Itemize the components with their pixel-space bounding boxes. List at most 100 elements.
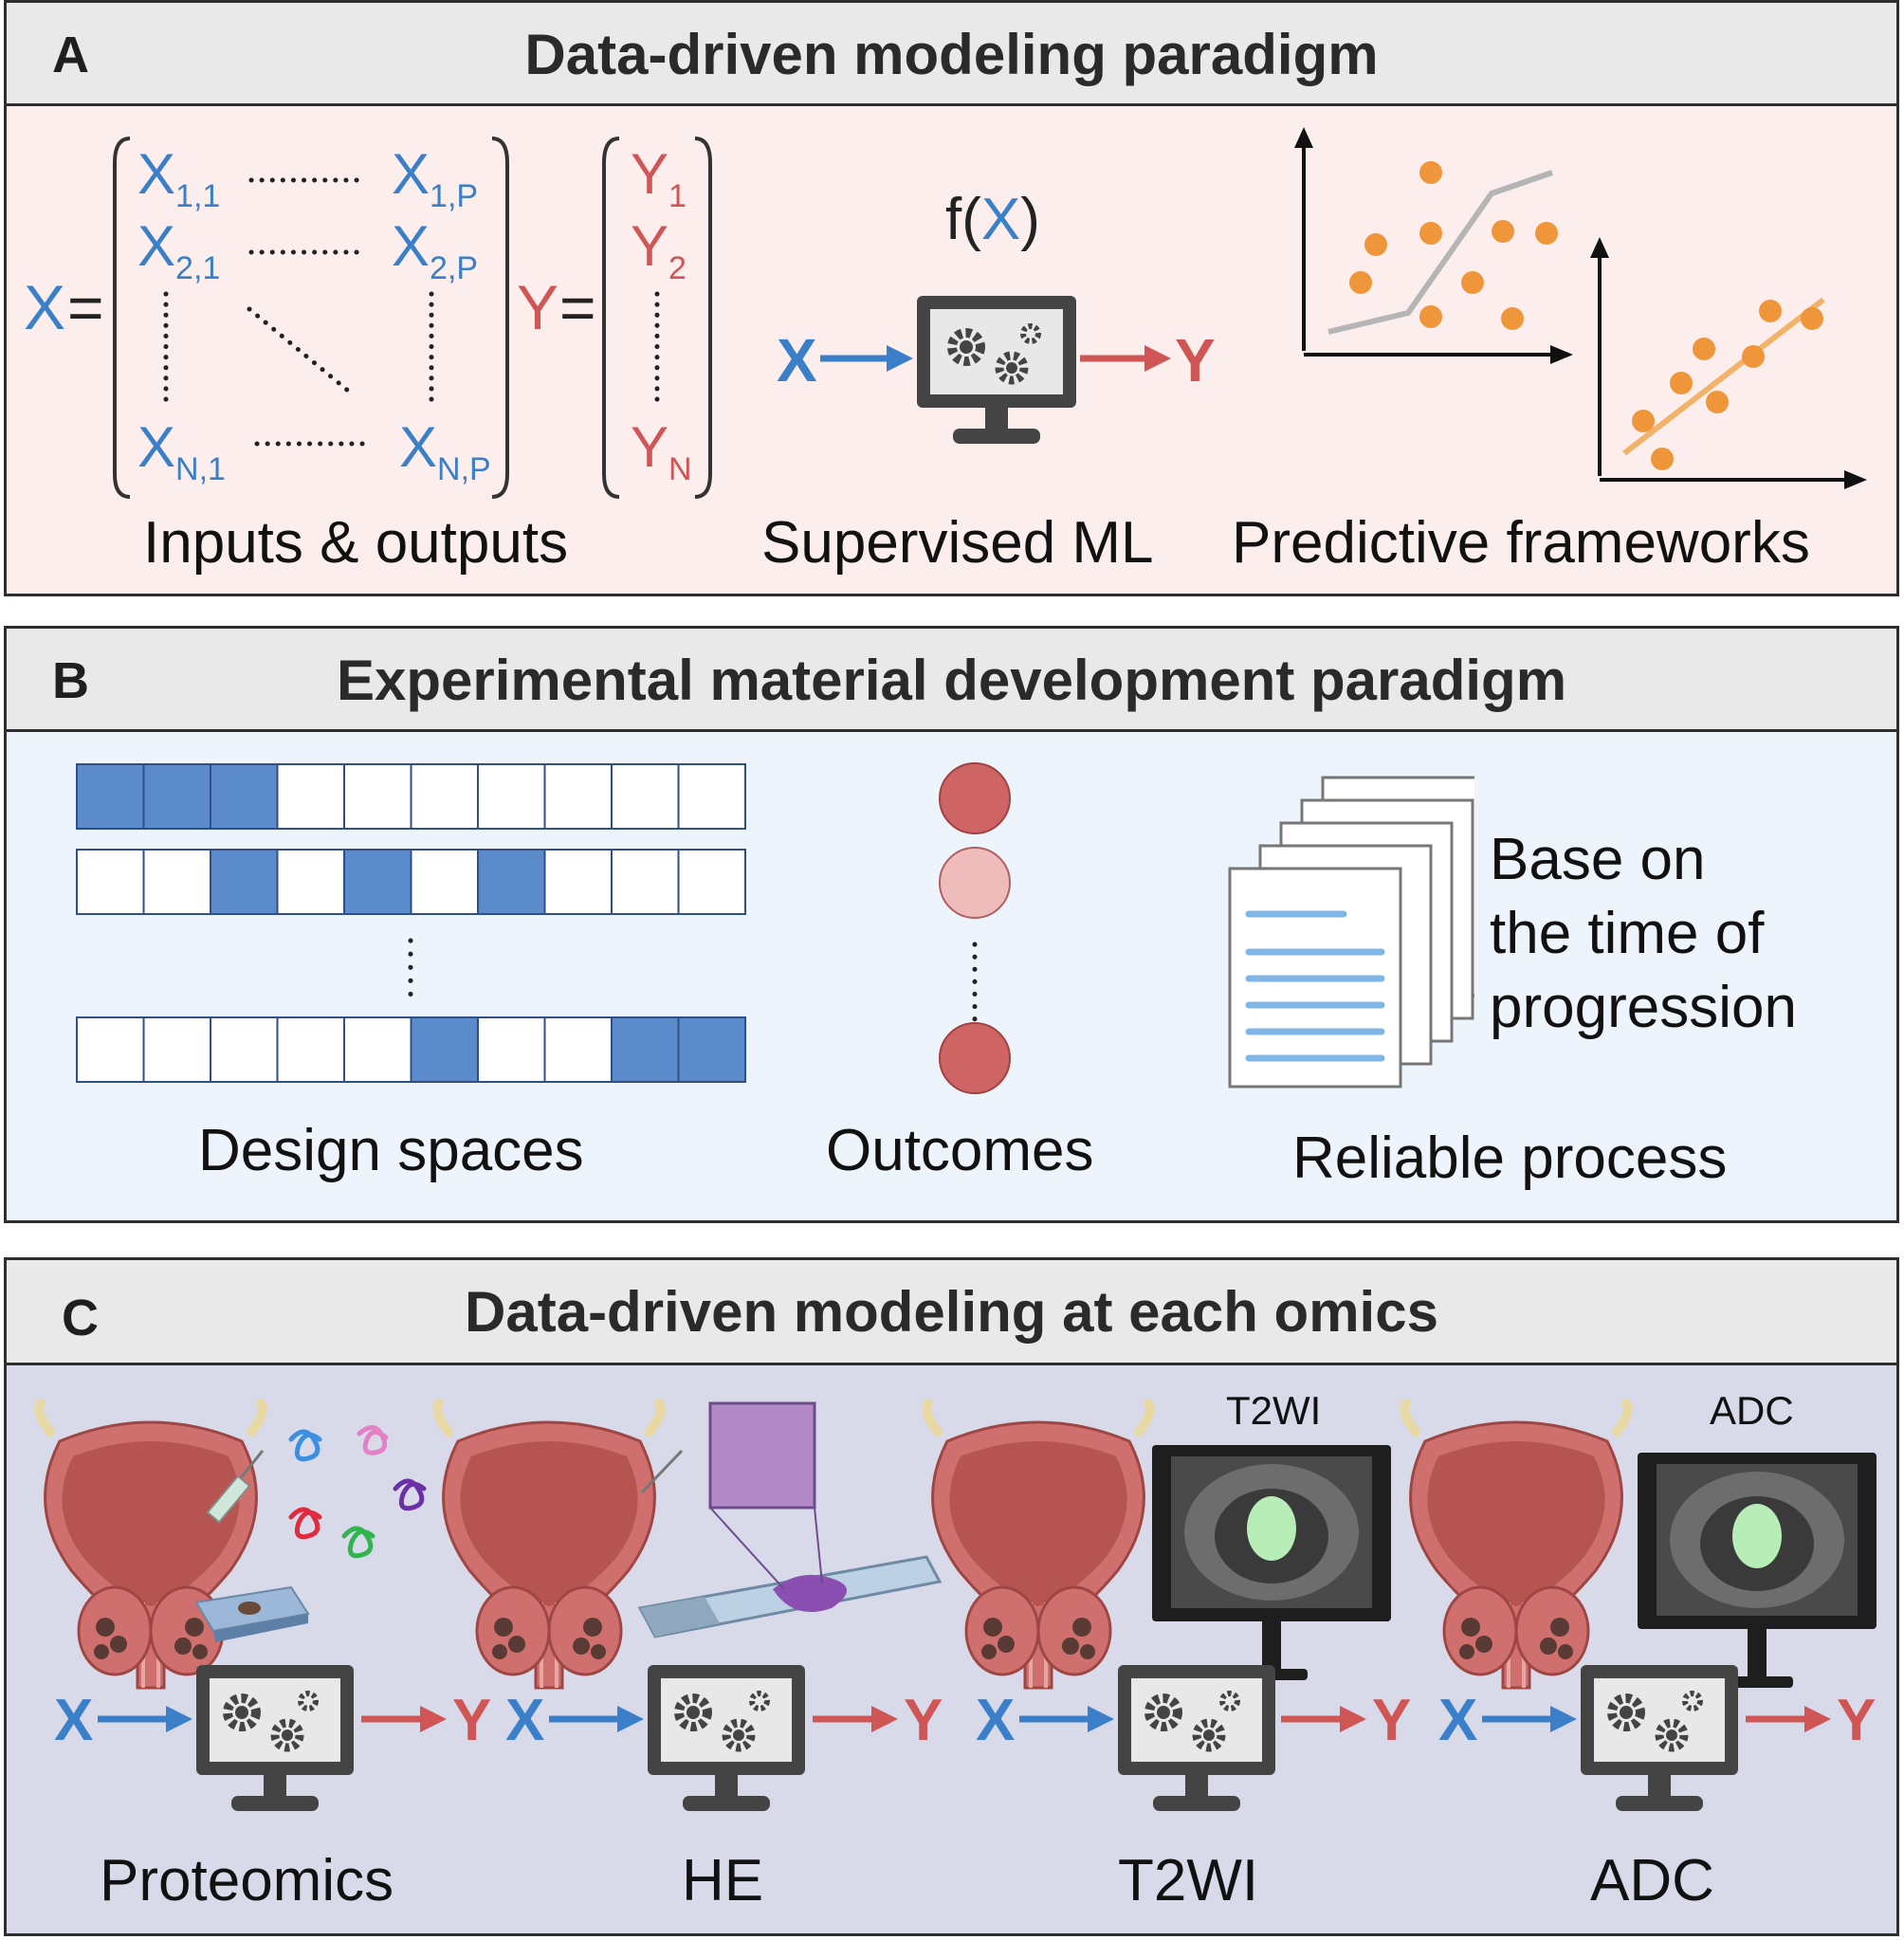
cell-x2p: X (392, 214, 430, 278)
pipeline-4-computer-icon (1581, 1665, 1738, 1811)
svg-text:X2,P: X2,P (392, 214, 478, 286)
design-cell (477, 763, 546, 830)
outcome-dot-3 (939, 1022, 1011, 1094)
pipeline-3-y: Y (1372, 1688, 1411, 1753)
cell-x11-sub: 1,1 (175, 178, 220, 214)
ml-input-arrow (887, 345, 913, 372)
panel-c-letter: C (62, 1290, 99, 1346)
pipeline-2-x: X (505, 1688, 544, 1753)
cell-x2p-sub: 2,P (430, 250, 478, 286)
design-cell (76, 763, 145, 830)
bladder-illustration-4 (1404, 1403, 1627, 1688)
pipeline-3-computer-icon (1118, 1665, 1275, 1811)
svg-text:Y1: Y1 (631, 142, 687, 214)
panel-a-graphic: X = X1,1 X1,P X2,1 X2,P XN,1 XN,P Y = Y (24, 127, 1867, 499)
pipeline-4-y: Y (1837, 1688, 1876, 1753)
caption-proteomics: Proteomics (100, 1848, 394, 1913)
t2wi-image-label: T2WI (1226, 1388, 1321, 1433)
ml-computer-icon (917, 296, 1076, 444)
function-arg: X (981, 187, 1020, 252)
outcome-dot-2 (939, 847, 1011, 919)
cell-x11: X (137, 142, 175, 206)
pipeline-2-y: Y (904, 1688, 943, 1753)
design-cell (276, 763, 345, 830)
matrix-right-bracket (491, 137, 509, 499)
doc-line-2: the time of (1490, 901, 1765, 966)
design-cell (611, 1016, 680, 1083)
document-description: Base on the time of progression (1490, 823, 1797, 1045)
design-cell (611, 763, 680, 830)
svg-text:XN,1: XN,1 (137, 415, 226, 487)
cell-xnp: X (399, 415, 437, 479)
caption-adc: ADC (1590, 1848, 1714, 1913)
panel-c-body: T2WI ADC X Y X Y X Y X Y (4, 1363, 1899, 1936)
linear-plot (1590, 237, 1867, 489)
svg-text:X1,P: X1,P (392, 142, 478, 214)
design-cell (210, 763, 279, 830)
design-cell (76, 849, 145, 915)
design-cell (543, 1016, 613, 1083)
design-cell (210, 849, 279, 915)
design-cell (276, 849, 345, 915)
matrix-x-equals: = (67, 272, 104, 342)
svg-text:X1,1: X1,1 (137, 142, 220, 214)
design-cell (76, 1016, 145, 1083)
panel-b-header: B Experimental material development para… (4, 626, 1899, 732)
design-cell (611, 849, 680, 915)
design-space-grid (76, 763, 746, 1083)
design-cell (477, 849, 546, 915)
cell-xn1-sub: N,1 (175, 451, 226, 487)
cell-x21-sub: 2,1 (175, 250, 220, 286)
panel-b-letter: B (52, 652, 89, 709)
svg-text:YN: YN (631, 415, 692, 487)
cell-y2: Y (631, 214, 668, 278)
cell-y1: Y (631, 142, 668, 206)
bladder-illustration-3 (926, 1403, 1149, 1688)
cell-y2-sub: 2 (668, 250, 687, 286)
vector-left-bracket (602, 137, 620, 499)
bladder-illustration-1 (39, 1403, 262, 1688)
pipeline-1-computer-icon (196, 1665, 354, 1811)
adc-mri-monitor (1638, 1453, 1877, 1688)
design-cell (343, 849, 412, 915)
caption-design-spaces: Design spaces (198, 1118, 584, 1183)
svg-text:XN,P: XN,P (399, 415, 491, 487)
design-cell (276, 1016, 345, 1083)
protein-structures-icon (288, 1425, 427, 1559)
doc-line-3: progression (1490, 975, 1797, 1040)
pipeline-1-y: Y (452, 1688, 491, 1753)
cell-xnp-sub: N,P (437, 451, 491, 487)
design-cell (543, 763, 613, 830)
design-cell (677, 763, 746, 830)
cell-y1-sub: 1 (668, 178, 687, 214)
caption-outcomes: Outcomes (826, 1118, 1094, 1183)
ml-output-y: Y (1175, 326, 1216, 394)
design-cell (677, 1016, 746, 1083)
he-slide-icon (637, 1401, 943, 1638)
proteomics-sample-icon (194, 1450, 310, 1642)
doc-line-1: Base on (1490, 827, 1706, 892)
caption-predictive-frameworks: Predictive frameworks (1232, 510, 1810, 576)
cell-x1p: X (392, 142, 430, 206)
panel-a-letter: A (52, 27, 89, 83)
panel-c-header: C Data-driven modeling at each omics (4, 1257, 1899, 1365)
documents-stack-icon (1228, 776, 1474, 1089)
panel-a-header: A Data-driven modeling paradigm (4, 0, 1899, 106)
nonlinear-plot (1294, 127, 1573, 364)
matrix-x-symbol: X (24, 272, 65, 342)
design-cell (543, 849, 613, 915)
panel-a-body: X = X1,1 X1,P X2,1 X2,P XN,1 XN,P Y = Y (4, 103, 1899, 596)
pipeline-arrows (98, 1706, 1831, 1732)
adc-image-label: ADC (1710, 1388, 1794, 1433)
panel-b-body: Base on the time of progression Design s… (4, 729, 1899, 1223)
cell-x1p-sub: 1,P (430, 178, 478, 214)
design-cell (210, 1016, 279, 1083)
panel-a-title: Data-driven modeling paradigm (524, 23, 1379, 86)
pipeline-3-x: X (976, 1688, 1015, 1753)
outcome-dot-1 (939, 762, 1011, 834)
design-cell (477, 1016, 546, 1083)
vector-y-equals: = (559, 272, 596, 342)
cell-xn1: X (137, 415, 175, 479)
pipeline-4-x: X (1438, 1688, 1477, 1753)
caption-he: HE (682, 1848, 764, 1913)
